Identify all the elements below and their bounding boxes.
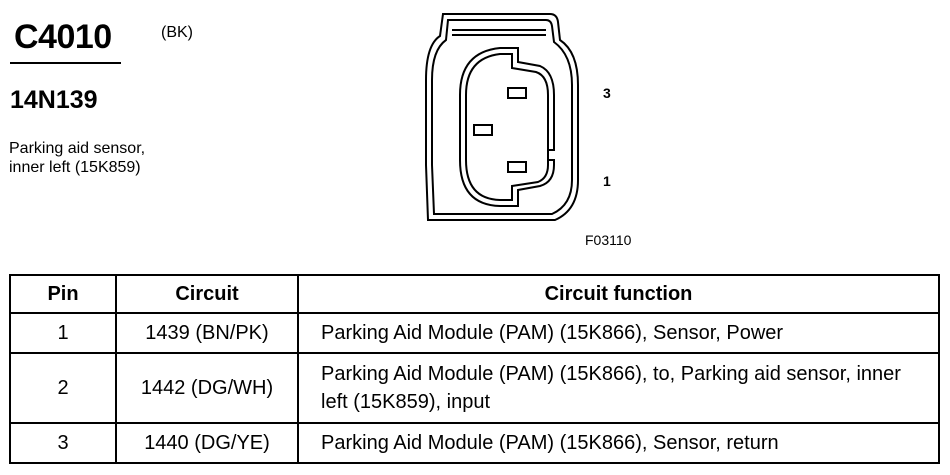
cell-pin: 2 — [9, 352, 117, 424]
pin-1-terminal — [507, 161, 527, 173]
cell-pin: 3 — [9, 422, 117, 464]
cell-circuit: 1442 (DG/WH) — [115, 352, 299, 424]
cell-circuit-function: Parking Aid Module (PAM) (15K866), Senso… — [297, 422, 940, 464]
cell-circuit: 1440 (DG/YE) — [115, 422, 299, 464]
housing-outline — [425, 13, 579, 221]
pin-label-1: 1 — [603, 173, 611, 189]
part-number: 14N139 — [10, 86, 98, 114]
pin-label-3: 3 — [603, 85, 611, 101]
description-line-2: inner left (15K859) — [9, 159, 141, 176]
cell-pin: 1 — [9, 312, 117, 354]
connector-color-code: (BK) — [161, 24, 193, 41]
description-line-1: Parking aid sensor, — [9, 140, 146, 157]
housing-inner-outline — [431, 19, 573, 215]
pin-2-terminal — [473, 124, 493, 136]
figure-id: F03110 — [585, 232, 632, 248]
connector-face-drawing — [425, 13, 579, 221]
pin-3-terminal — [507, 87, 527, 99]
pin-table: Pin Circuit Circuit function 1 1439 (BN/… — [9, 274, 940, 464]
table-row: 3 1440 (DG/YE) Parking Aid Module (PAM) … — [9, 422, 940, 464]
cell-circuit-function: Parking Aid Module (PAM) (15K866), to, P… — [297, 352, 940, 424]
table-row: 1 1439 (BN/PK) Parking Aid Module (PAM) … — [9, 312, 940, 354]
cell-circuit-function: Parking Aid Module (PAM) (15K866), Senso… — [297, 312, 940, 354]
cavity-outline — [459, 47, 555, 207]
header-circuit: Circuit — [115, 274, 299, 314]
header-pin: Pin — [9, 274, 117, 314]
connector-description: Parking aid sensor, inner left (15K859) — [9, 139, 145, 177]
table-header-row: Pin Circuit Circuit function — [9, 274, 940, 314]
cell-circuit: 1439 (BN/PK) — [115, 312, 299, 354]
cavity-inner-outline — [465, 53, 549, 201]
connector-id: C4010 — [14, 18, 112, 56]
table-row: 2 1442 (DG/WH) Parking Aid Module (PAM) … — [9, 352, 940, 424]
connector-id-underline — [10, 62, 121, 64]
header-circuit-function: Circuit function — [297, 274, 940, 314]
